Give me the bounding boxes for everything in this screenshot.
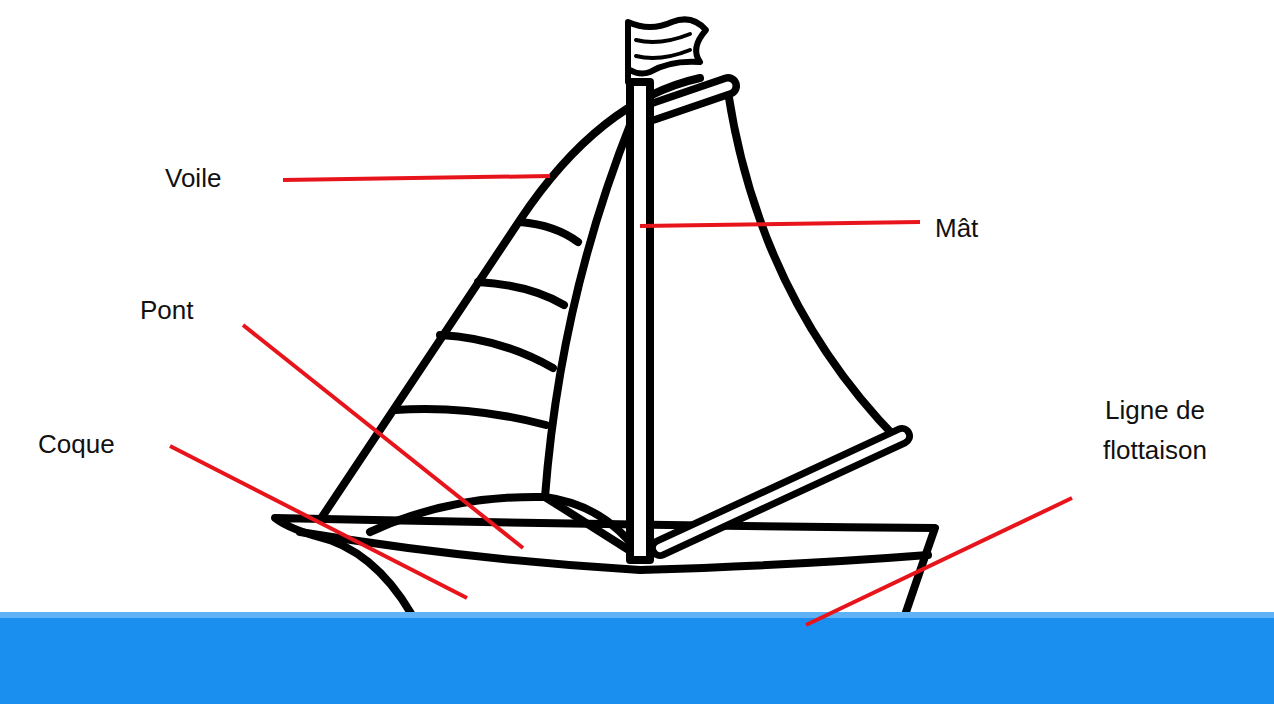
sail-edge — [545, 120, 632, 552]
gaff — [652, 86, 728, 112]
leader-line — [806, 498, 1072, 625]
boom — [660, 436, 902, 548]
part-label: Coque — [38, 424, 115, 464]
flag — [636, 34, 690, 42]
part-label: Pont — [140, 290, 194, 330]
deck — [370, 497, 640, 555]
sail-stripe — [520, 222, 578, 242]
part-label: Ligne de flottaison — [1080, 390, 1230, 470]
boom — [660, 436, 902, 548]
sail-edge — [728, 92, 898, 440]
flag — [636, 50, 690, 58]
leader-line — [283, 176, 550, 180]
sea — [0, 612, 1274, 704]
part-label: Voile — [165, 158, 221, 198]
part-label: Mât — [935, 208, 978, 248]
sail-stripe — [440, 335, 553, 368]
sail-stripe — [478, 282, 564, 305]
gaff — [652, 86, 728, 112]
sail-stripe — [395, 409, 546, 425]
leader-line — [243, 325, 523, 548]
sea-surface — [0, 612, 1274, 618]
leader-line — [640, 222, 920, 226]
flag — [628, 19, 706, 82]
mast — [630, 82, 650, 560]
leader-line — [170, 446, 467, 598]
